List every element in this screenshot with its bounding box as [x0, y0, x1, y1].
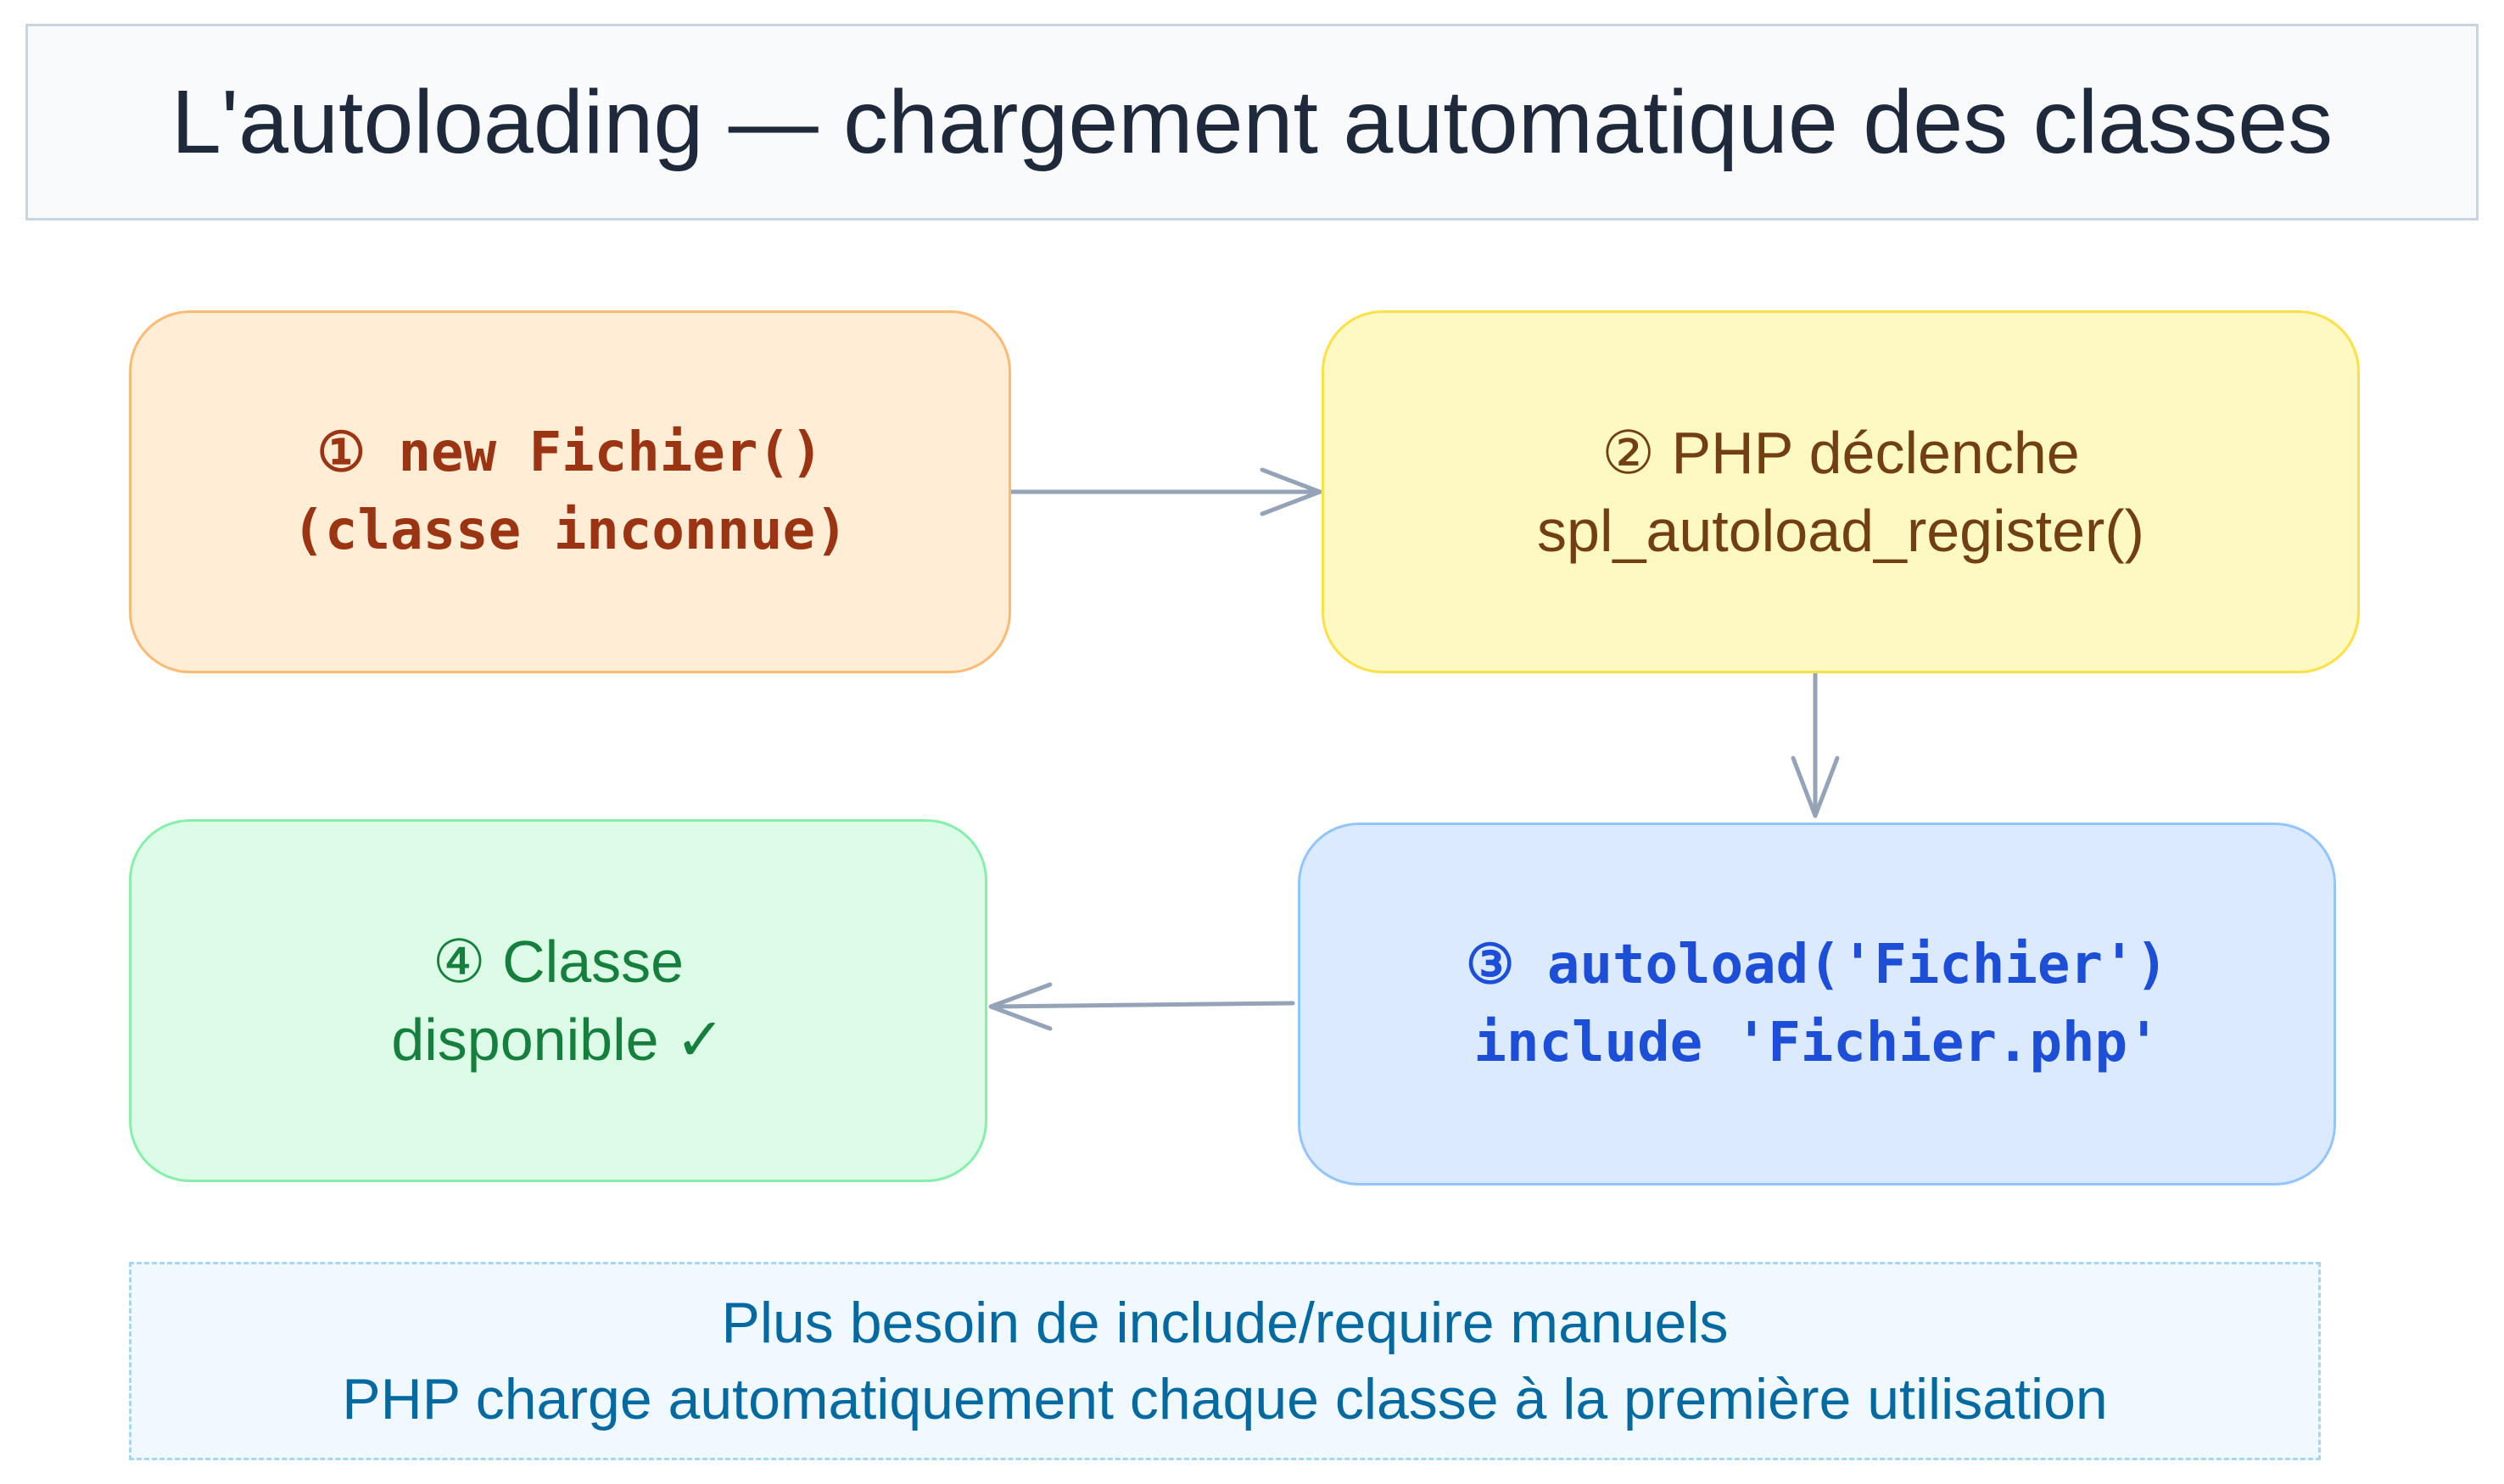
- diagram-title: L'autoloading — chargement automatique d…: [170, 71, 2334, 172]
- step2-line2: spl_autoload_register(): [1537, 498, 2144, 564]
- step4-line1: ④ Classe: [432, 929, 685, 995]
- step2-line1: ② PHP déclenche: [1601, 420, 2080, 486]
- note-line1: Plus besoin de include/require manuels: [721, 1291, 1729, 1355]
- step3-line2: include 'Fichier.php': [1473, 1012, 2160, 1074]
- step1-line2: (classe inconnue): [292, 499, 848, 562]
- step3-line1: ③ autoload('Fichier'): [1466, 934, 2168, 996]
- arrow-step2-to-step3: [1791, 671, 1840, 818]
- step3-autoload-node: ③ autoload('Fichier') include 'Fichier.p…: [1298, 823, 2336, 1186]
- summary-note: Plus besoin de include/require manuels P…: [129, 1262, 2321, 1460]
- arrow-step3-to-step4: [988, 982, 1295, 1031]
- title-box: L'autoloading — chargement automatique d…: [25, 24, 2479, 220]
- arrow-step1-to-step2: [1009, 467, 1322, 516]
- step1-line1: ① new Fichier(): [316, 421, 824, 484]
- step1-new-fichier-node: ① new Fichier() (classe inconnue): [129, 310, 1011, 673]
- step2-php-trigger-node: ② PHP déclenche spl_autoload_register(): [1322, 310, 2360, 673]
- step4-line2: disponible ✓: [391, 1007, 725, 1073]
- note-line2: PHP charge automatiquement chaque classe…: [342, 1367, 2108, 1431]
- step4-class-available-node: ④ Classe disponible ✓: [129, 819, 987, 1182]
